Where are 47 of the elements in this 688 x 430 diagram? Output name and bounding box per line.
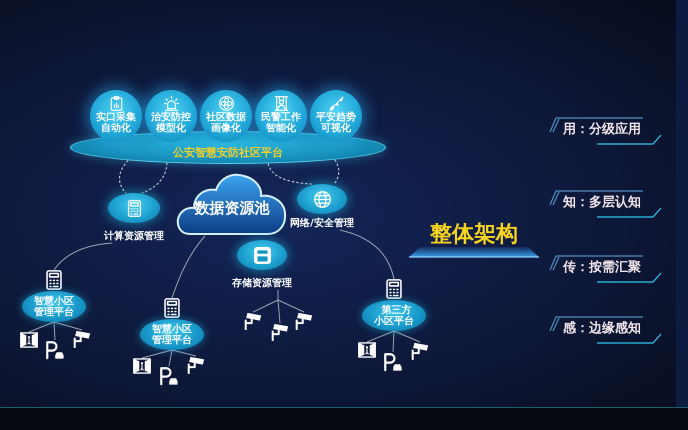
connector-line [278,290,304,312]
parking-icon [384,352,402,372]
dashed-connector [268,163,312,185]
cctv-camera-icon [270,323,290,341]
community-label: 智慧小区管理平台 [33,296,75,318]
section-label: 感：边缘感知 [563,321,641,337]
connector-line [172,236,206,298]
feature-label: 社区数据画像化 [205,112,247,134]
cctv-camera-icon [72,330,92,348]
feature-label: 实口采集自动化 [95,112,137,134]
connector-line [142,350,172,358]
resource-label: 计算资源管理 [104,231,164,243]
section-label: 用：分级应用 [563,122,641,138]
community-label: 第三方小区平台 [373,304,415,326]
connector-line [54,322,56,340]
community-label: 智慧小区管理平台 [151,324,193,346]
gate-icon [20,332,38,348]
cctv-camera-icon [410,342,430,360]
section-label: 知：多层认知 [563,195,641,211]
connector-line [168,350,172,366]
resource-label: 存储资源管理 [232,278,292,290]
gate-icon [358,342,376,358]
parking-icon [46,340,64,360]
connector-line [172,350,196,356]
gate-icon [133,358,151,374]
connector-line [28,322,54,332]
connector-line [54,242,113,270]
connector-line [54,322,82,330]
connector-line [394,330,420,342]
connector-line [392,330,394,352]
feature-label: 治安防控模型化 [150,112,192,134]
feature-label: 民警工作智能化 [260,112,302,134]
feature-label: 平安趋势可视化 [315,112,357,134]
parking-icon [160,366,178,386]
diagram-title: 整体架构 [430,224,518,246]
resource-label: 网络/安全管理 [290,218,354,230]
connector-line [339,230,394,280]
cctv-camera-icon [186,356,206,374]
cctv-camera-icon [243,312,263,330]
connector-line [366,330,394,342]
dashed-connector [118,160,129,194]
dashed-connector [142,162,168,194]
platform-label: 公安智慧安防社区平台 [173,147,283,161]
cctv-camera-icon [294,312,314,330]
cloud-label: 数据资源池 [194,199,270,217]
section-label: 传：按需汇聚 [563,260,641,276]
dashed-connector [334,159,340,184]
